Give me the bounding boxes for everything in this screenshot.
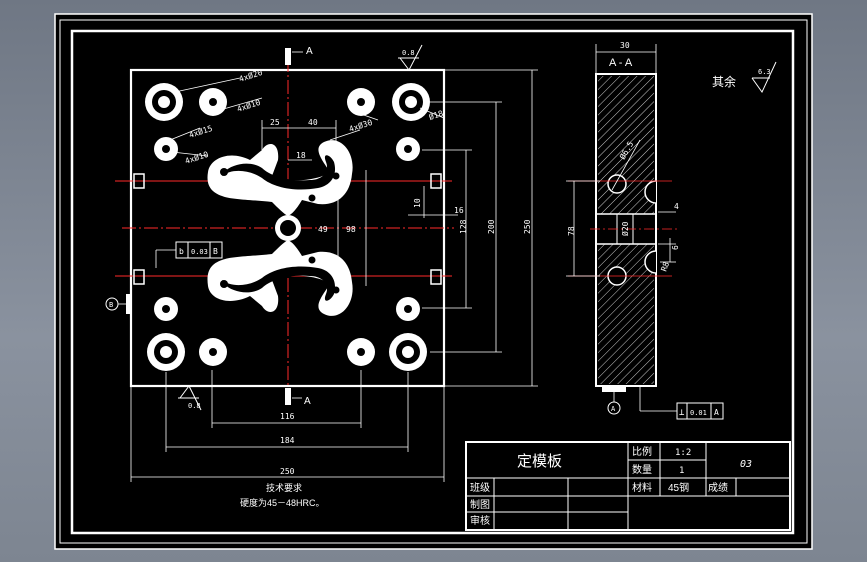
remaining-finish-label: 其余 xyxy=(712,74,736,89)
section-title: A - A xyxy=(609,57,633,69)
svg-text:98: 98 xyxy=(346,225,356,234)
sheet-border-2 xyxy=(59,19,808,544)
drawing-frame xyxy=(70,29,795,535)
svg-text:25: 25 xyxy=(270,118,280,127)
svg-text:250: 250 xyxy=(523,219,532,234)
svg-text:0.01: 0.01 xyxy=(690,409,707,417)
section-label-top: A xyxy=(306,46,313,57)
svg-text:30: 30 xyxy=(620,41,630,50)
svg-text:200: 200 xyxy=(487,219,496,234)
dim-lines-top xyxy=(261,120,337,161)
side-pin-right-bottom xyxy=(430,269,442,285)
screw-holes xyxy=(154,88,420,366)
svg-text:6: 6 xyxy=(671,245,680,250)
class-label: 班级 xyxy=(470,482,490,494)
svg-text:⊥: ⊥ xyxy=(679,408,685,418)
sprue-hole xyxy=(280,220,296,236)
scale-value: 1:2 xyxy=(675,448,691,458)
svg-text:0.03: 0.03 xyxy=(191,248,208,256)
drawn-label: 制图 xyxy=(470,498,490,511)
datum-a-marker xyxy=(607,401,621,415)
section-marker-bottom xyxy=(285,388,291,405)
svg-text:Ø20: Ø20 xyxy=(620,221,630,236)
svg-text:116: 116 xyxy=(280,412,295,421)
roughness-symbol-top xyxy=(398,44,423,71)
drawing-number: 03 xyxy=(740,459,752,470)
svg-text:0.8: 0.8 xyxy=(188,402,201,410)
cavity-runner-bottom xyxy=(207,240,353,316)
side-pin-left-bottom xyxy=(133,269,145,285)
dim-lines-bottom xyxy=(130,370,445,482)
svg-text:10: 10 xyxy=(413,198,422,208)
svg-text:R8: R8 xyxy=(659,260,671,272)
quantity-value: 1 xyxy=(679,466,684,476)
svg-text:b: b xyxy=(179,247,184,256)
material-value: 45钢 xyxy=(668,481,689,494)
datum-b-tab xyxy=(126,294,132,314)
section-hole-top xyxy=(607,174,627,194)
svg-text:B: B xyxy=(213,247,218,256)
svg-text:40: 40 xyxy=(308,118,318,127)
perpendicularity-tolerance-frame: ⊥ 0.01 A xyxy=(639,386,724,420)
svg-text:A: A xyxy=(714,408,719,417)
counterbore-holes xyxy=(145,83,430,371)
svg-text:250: 250 xyxy=(280,467,295,476)
dim-lines-right xyxy=(337,69,538,387)
svg-text:4: 4 xyxy=(674,202,679,211)
section-view: A - A 30 78 Ø20 4 6 R xyxy=(566,41,777,420)
section-label-bottom: A xyxy=(304,396,311,407)
quantity-label: 数量 xyxy=(632,463,652,476)
grade-label: 成绩 xyxy=(708,481,728,494)
svg-text:6.3: 6.3 xyxy=(758,68,771,76)
roughness-symbol-bottom xyxy=(178,385,202,411)
svg-text:A: A xyxy=(611,405,616,413)
hatch-bottom xyxy=(598,244,654,384)
svg-text:184: 184 xyxy=(280,436,295,445)
part-name: 定模板 xyxy=(517,452,562,470)
flatness-tolerance-frame: b 0.03 B xyxy=(155,241,223,268)
tech-req-line: 硬度为45－48HRC。 xyxy=(240,497,325,508)
svg-text:128: 128 xyxy=(459,219,468,234)
svg-text:18: 18 xyxy=(296,151,306,160)
hole-leaders xyxy=(169,77,445,157)
svg-text:78: 78 xyxy=(567,226,576,236)
scale-label: 比例 xyxy=(632,445,652,458)
side-pin-left-top xyxy=(133,173,145,189)
svg-text:B: B xyxy=(109,301,113,309)
svg-text:49: 49 xyxy=(318,225,328,234)
remaining-roughness-symbol xyxy=(751,61,777,93)
svg-text:0.8: 0.8 xyxy=(402,49,415,57)
tech-req-title: 技术要求 xyxy=(266,482,302,493)
review-label: 审核 xyxy=(470,514,490,527)
cavity-runner-top xyxy=(207,140,353,216)
plan-view: A A 0.8 0.8 4xØ20 4xØ10 4xØ15 4xØ10 4xØ3… xyxy=(105,44,538,508)
material-label: 材料 xyxy=(632,481,652,494)
title-block xyxy=(465,441,791,531)
datum-a-tab xyxy=(602,386,626,392)
note-d18: Ø18 xyxy=(428,108,445,122)
side-pin-right-top xyxy=(430,173,442,189)
section-marker-top xyxy=(285,48,291,65)
svg-text:16: 16 xyxy=(454,206,464,215)
